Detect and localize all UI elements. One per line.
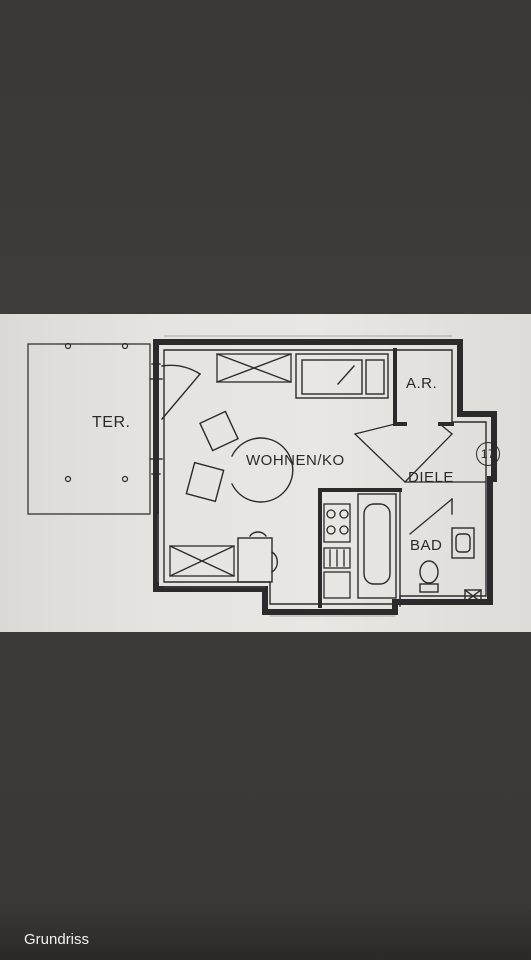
wardrobes — [169, 353, 292, 577]
desk — [237, 531, 278, 583]
room-label-bath: BAD — [410, 537, 443, 554]
room-label-terrace: TER. — [92, 414, 131, 431]
kitchen-appliances — [323, 503, 351, 599]
caption-bar — [0, 905, 531, 960]
floor-plan-drawing — [27, 335, 497, 617]
floor-plan-image[interactable]: TER. WOHNEN/KO A.R. DIELE BAD 17 — [0, 314, 531, 632]
hall-doors — [354, 423, 487, 535]
terrace-outline — [27, 342, 151, 515]
bath-fixtures — [419, 498, 482, 603]
room-label-hall: DIELE — [408, 469, 454, 486]
dining-set — [185, 410, 294, 503]
room-label-living: WOHNEN/KO — [246, 452, 345, 469]
room-label-storage: A.R. — [406, 375, 438, 392]
bathtub — [357, 491, 401, 607]
kitchenette — [318, 488, 402, 608]
storage-walls — [393, 348, 454, 426]
bed — [295, 353, 389, 399]
unit-number-badge: 17 — [476, 442, 500, 466]
dimension-lines — [157, 335, 453, 617]
image-caption: Grundriss — [24, 931, 90, 948]
